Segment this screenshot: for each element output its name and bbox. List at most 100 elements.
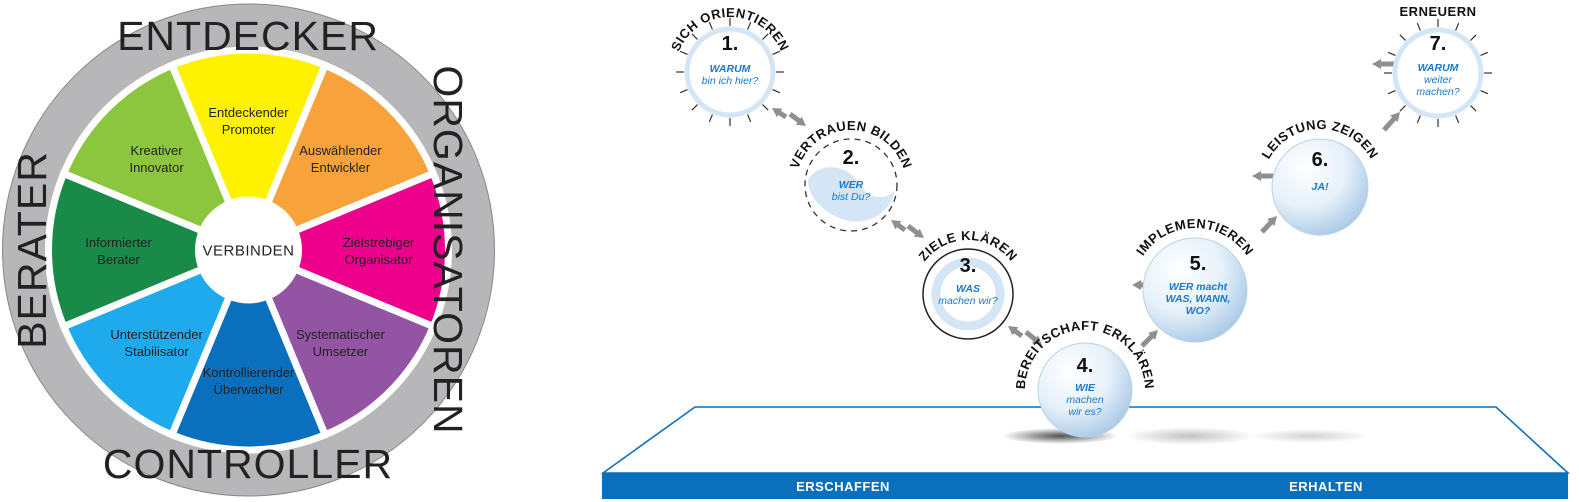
wheel-segment-5-label-1: Kontrollierender <box>203 365 295 380</box>
stage-7-ray-4 <box>1455 115 1460 124</box>
stage-3-question-1: WAS <box>956 283 980 295</box>
shadow-stage-6 <box>1250 429 1370 443</box>
stage-5-question-1: WER macht <box>1169 281 1228 293</box>
wheel-segment-7-label-2: Berater <box>97 252 140 267</box>
stage-5-question-2: WAS, WANN, <box>1166 293 1231 305</box>
wheel-segment-2-label-1: Auswählender <box>299 143 382 158</box>
stage-1-question-1: WARUM <box>710 63 751 75</box>
stage-7-ray-12 <box>1416 22 1421 31</box>
base-label-erhalten: ERHALTEN <box>1289 479 1363 494</box>
wheel-segment-7-label-1: Informierter <box>85 235 152 250</box>
arrow-5-6 <box>1260 216 1277 234</box>
arrow-1-2-fwd <box>788 112 806 126</box>
stage-6-ball <box>1271 138 1369 236</box>
platform-base-bar <box>602 473 1568 499</box>
wheel-segment-3-label-1: Zielstrebiger <box>343 235 415 250</box>
wheel-segment-1-label-1: Entdeckender <box>208 105 289 120</box>
stage-2: VERTRAUEN BILDEN 2. WER bist Du? <box>787 118 915 232</box>
stage-7-ray-3 <box>1470 105 1477 112</box>
stage-7-ray-2 <box>1480 90 1489 95</box>
arrow-3-4-fwd <box>1024 330 1042 345</box>
wheel-segment-1-label-2: Promoter <box>222 122 276 137</box>
stage-6-number: 6. <box>1312 149 1329 171</box>
stage-5-question-3: WO? <box>1186 305 1211 317</box>
stage-4-question-2: machen <box>1066 394 1104 406</box>
stage-1-ray-4 <box>747 114 752 123</box>
stage-1-ray-8 <box>679 89 688 94</box>
stage-1-rays <box>676 18 784 126</box>
stage-1-ray-12 <box>708 21 713 30</box>
wheel-segment-6-label-1: Unterstützender <box>110 327 203 342</box>
wheel-segment-8-label-1: Kreativer <box>131 143 184 158</box>
stage-2-question-2: bist Du? <box>832 191 871 203</box>
stage-7-title: ERNEUERN <box>1400 4 1477 19</box>
stage-4-number: 4. <box>1077 355 1094 377</box>
arrow-2-3-fwd <box>906 224 924 238</box>
stage-3-number: 3. <box>960 255 977 277</box>
wheel-segment-8-label-2: Innovator <box>129 160 184 175</box>
arrow-2-3-back <box>891 220 907 233</box>
stage-7: ERNEUERN 7. WARUM weiter machen? <box>1384 4 1492 127</box>
stage-1-question-2: bin ich hier? <box>702 75 759 87</box>
wheel-segment-4-label-2: Umsetzer <box>313 344 369 359</box>
stage-4-question-3: wir es? <box>1068 406 1101 418</box>
stage-2-question-1: WER <box>839 179 864 191</box>
stage-1-circle <box>684 26 776 118</box>
ring-label-controller: CONTROLLER <box>103 441 393 487</box>
wheel-hub <box>195 197 302 303</box>
stage-4-question-1: WIE <box>1075 382 1096 394</box>
stage-7-rays <box>1384 19 1492 127</box>
stage-7-question-1: WARUM <box>1418 62 1459 74</box>
arrow-1-2-back <box>772 108 788 120</box>
stage-7-number: 7. <box>1430 33 1447 55</box>
stage-1-ray-15 <box>762 33 769 40</box>
shadow-stage-5 <box>1125 427 1255 445</box>
stage-5-ball <box>1142 237 1248 343</box>
wheel-segment-border <box>46 48 451 452</box>
wheel-segment-3-label-2: Organisator <box>345 252 414 267</box>
stage-7-ray-16 <box>1480 51 1489 56</box>
stage-1-ray-6 <box>708 114 713 123</box>
ring-label-berater: BERATER <box>9 151 55 349</box>
stage-3: ZIELE KLÄREN 3. WAS machen wir? <box>915 228 1020 340</box>
personality-wheel: EntdeckenderPromoterAuswählenderEntwickl… <box>2 3 495 497</box>
stage-4-ball <box>1037 342 1133 438</box>
stage-7-ray-14 <box>1455 22 1460 31</box>
arrow-6-7 <box>1382 112 1400 132</box>
wheel-segment-5-label-2: Überwacher <box>213 382 284 397</box>
wheel-segment-2-label-2: Entwickler <box>311 160 371 175</box>
stage-1-ray-7 <box>691 104 698 111</box>
stage-7-ray-8 <box>1387 90 1396 95</box>
stage-1-ray-11 <box>691 33 698 40</box>
stage-7-ray-6 <box>1416 115 1421 124</box>
stage-1-ray-3 <box>762 104 769 111</box>
stage-1-number: 1. <box>722 33 739 55</box>
arrow-3-4-back <box>1008 326 1024 339</box>
wheel-hub-label: VERBINDEN <box>202 243 294 260</box>
stage-1-ray-16 <box>772 50 781 55</box>
stage-1-ray-14 <box>747 21 752 30</box>
ball-shadows <box>1002 427 1370 445</box>
ring-label-organisatoren: ORGANISATOREN <box>425 65 471 434</box>
stage-7-ray-11 <box>1399 34 1406 41</box>
stage-7-ray-10 <box>1387 51 1396 56</box>
ring-label-entdecker: ENTDECKER <box>117 13 379 59</box>
stage-1: SICH ORIENTIEREN 1. WARUM bin ich hier? <box>668 5 792 126</box>
stage-1-ray-2 <box>772 89 781 94</box>
stage-7-question-2: weiter <box>1424 74 1453 86</box>
stage-7-ray-15 <box>1470 34 1477 41</box>
stage-2-wave <box>808 167 895 222</box>
stage-7-ray-7 <box>1399 105 1406 112</box>
stage-5: IMPLEMENTIEREN 5. WER macht WAS, WANN, W… <box>1133 216 1256 343</box>
stage-5-number: 5. <box>1190 253 1207 275</box>
stage-2-number: 2. <box>843 147 860 169</box>
stage-6-question-1: JA! <box>1312 181 1329 193</box>
stage-6: LEISTUNG ZEIGEN 6. JA! <box>1258 117 1381 236</box>
stage-3-inner-ring <box>931 257 1005 331</box>
stage-7-circle <box>1392 27 1484 119</box>
stage-1-ray-10 <box>679 50 688 55</box>
base-label-erschaffen: ERSCHAFFEN <box>796 479 890 494</box>
wheel-segment-6-label-2: Stabilisator <box>124 344 189 359</box>
arrow-4-5 <box>1140 330 1158 348</box>
